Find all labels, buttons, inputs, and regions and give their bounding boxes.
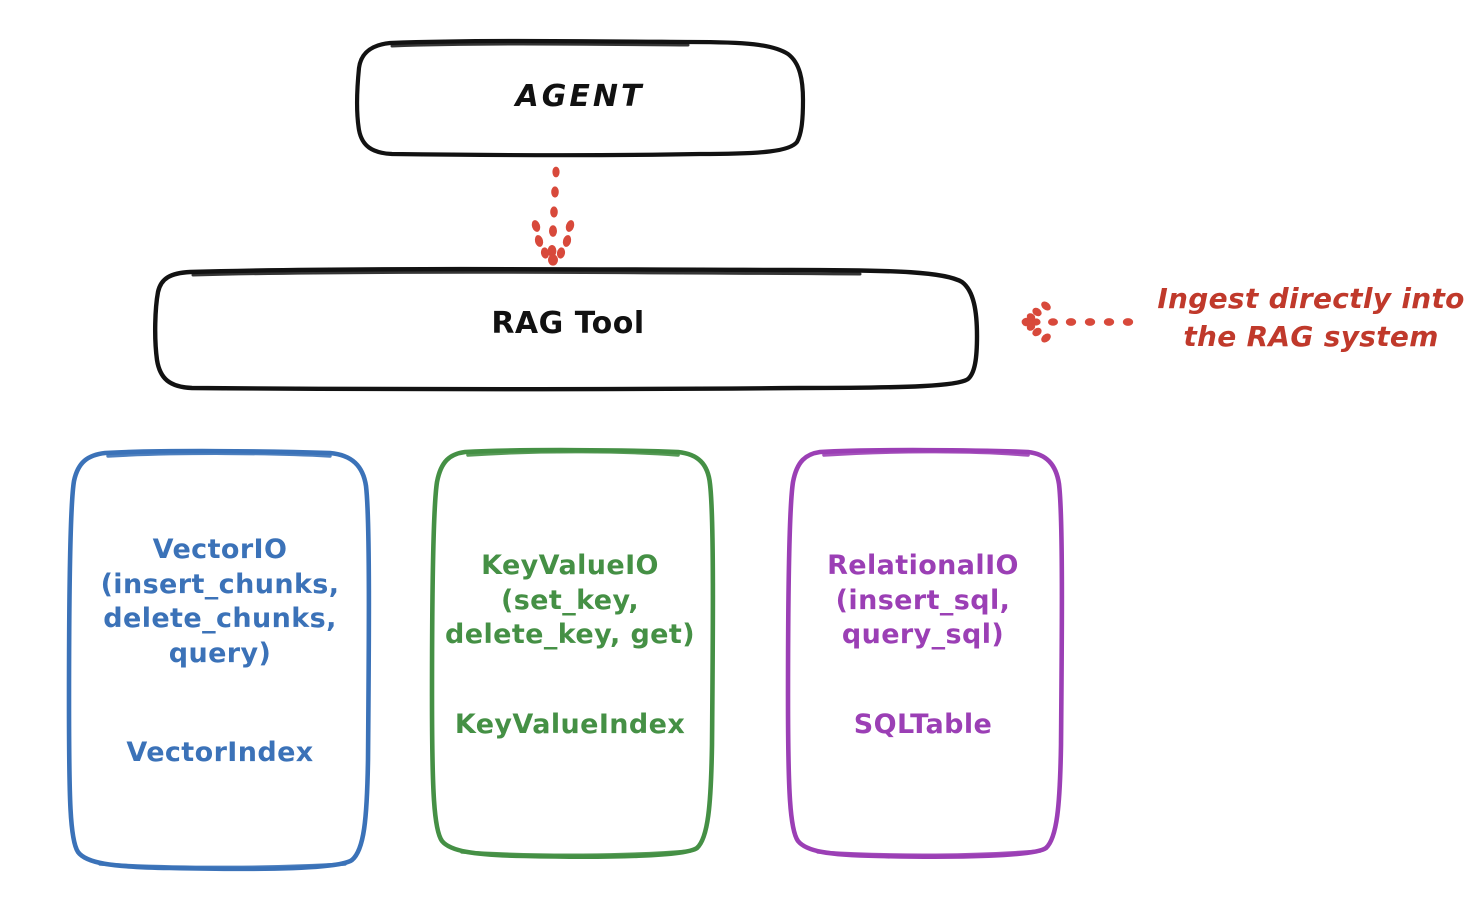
ingest-note-text: Ingest directly into the RAG system <box>1157 282 1465 353</box>
agent-node-label: AGENT <box>515 79 645 114</box>
keyvalue-store-api-label: KeyValueIO (set_key, delete_key, get) <box>445 550 695 651</box>
relational-store-api-label: RelationalIO (insert_sql, query_sql) <box>827 550 1019 651</box>
agent-to-ragtool-arrow <box>531 166 575 266</box>
relational-store-box-outline <box>785 447 1065 860</box>
ingest-note-arrow <box>1021 301 1134 343</box>
vector-store-index-label: VectorIndex <box>126 737 314 768</box>
keyvalue-store-index-label: KeyValueIndex <box>454 709 686 740</box>
relational-store-index-label: SQLTable <box>853 709 993 740</box>
keyvalue-store-box-outline <box>429 447 716 860</box>
rag-tool-node-label: RAG Tool <box>491 306 645 341</box>
vector-store-api-label: VectorIO (insert_chunks, delete_chunks, … <box>100 534 340 669</box>
